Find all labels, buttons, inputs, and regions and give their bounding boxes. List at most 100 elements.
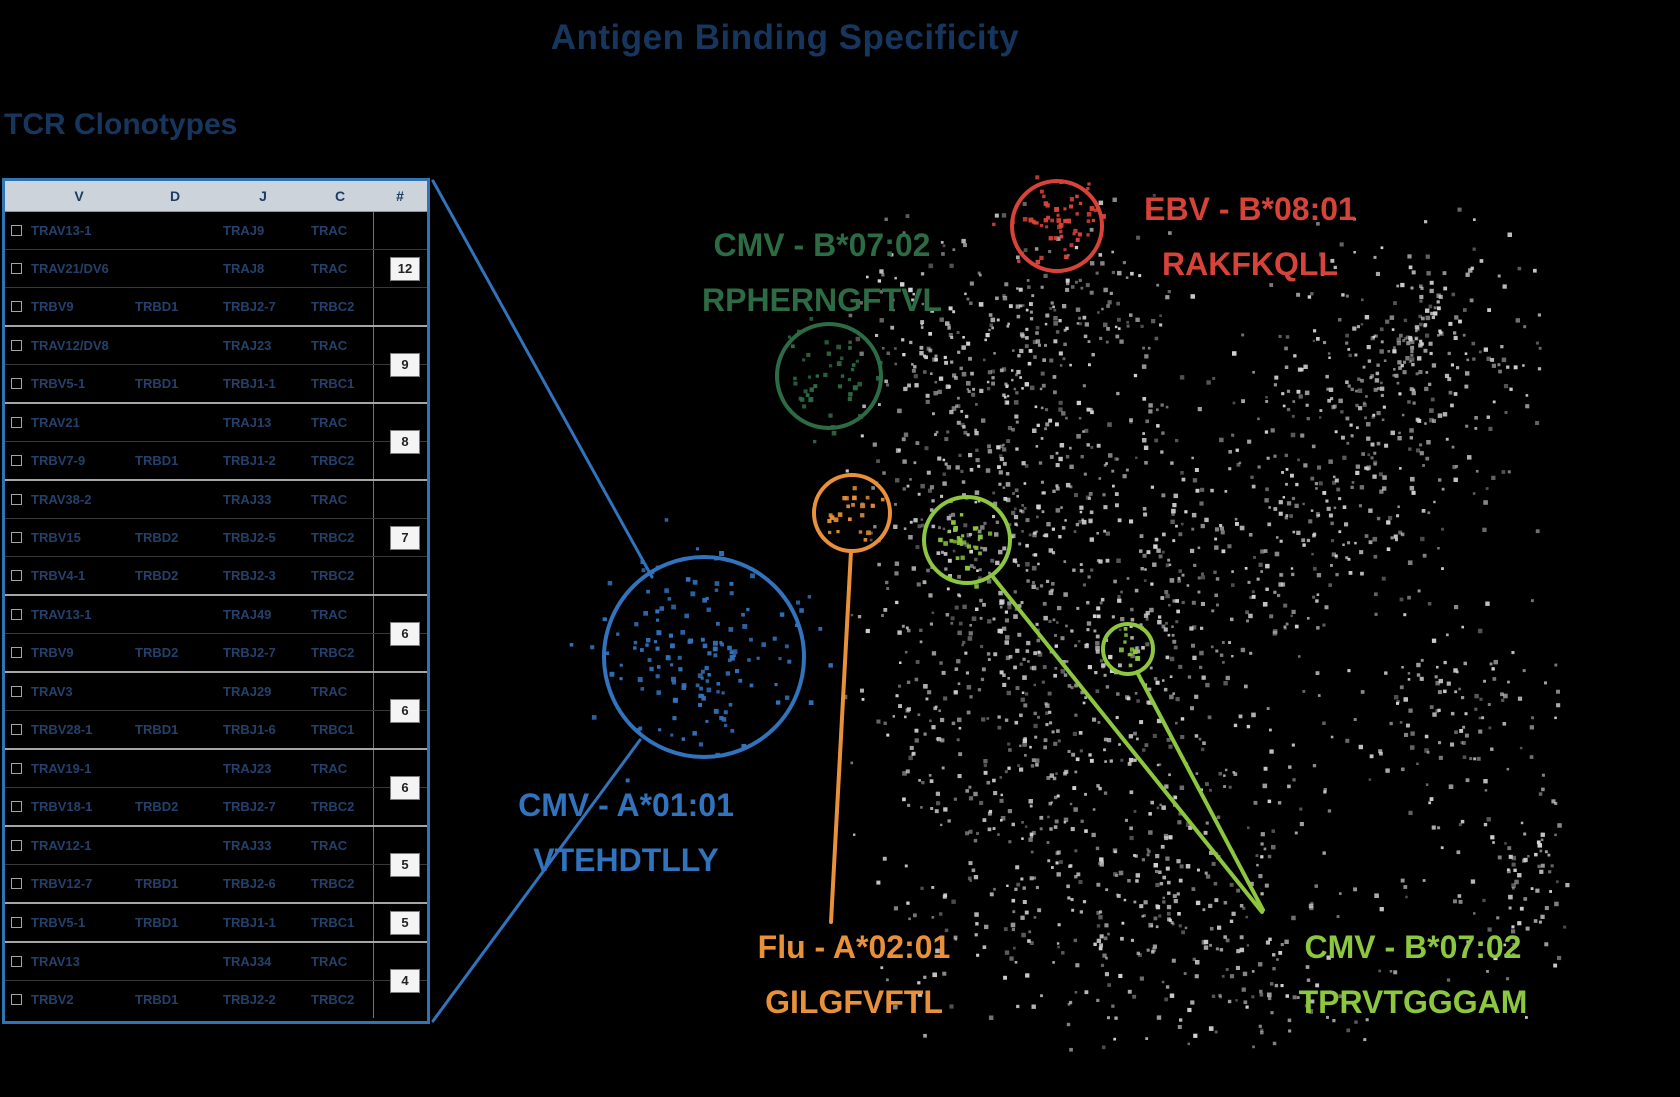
header-d: D bbox=[169, 188, 181, 204]
gene-cell: TRBV5-1 bbox=[31, 376, 86, 391]
gene-cell: TRAJ29 bbox=[223, 684, 272, 699]
gene-cell: TRBJ1-1 bbox=[223, 376, 276, 391]
count-cell bbox=[373, 827, 427, 864]
gene-cell: TRBC1 bbox=[311, 376, 355, 391]
annotation-cmv-a0101: CMV - A*01:01 VTEHDTLLY bbox=[476, 778, 776, 888]
count-cell bbox=[373, 250, 427, 287]
gene-cell: TRBJ2-2 bbox=[223, 992, 276, 1007]
callout-lines bbox=[431, 179, 1265, 1023]
clonotype-count-badge: 6 bbox=[390, 698, 420, 723]
gene-cell: TRBC2 bbox=[311, 645, 355, 660]
chain-icon bbox=[11, 301, 22, 312]
annotation-flu-allele: Flu - A*02:01 bbox=[757, 929, 951, 965]
tcr-clonotypes-label: TCR Clonotypes bbox=[4, 108, 238, 141]
gene-cell: TRBD2 bbox=[135, 568, 179, 583]
count-cell bbox=[373, 288, 427, 325]
count-cell bbox=[373, 212, 427, 249]
gene-cell: TRAJ13 bbox=[223, 415, 272, 430]
annotation-cmv-dark-allele: CMV - B*07:02 bbox=[713, 227, 931, 263]
gene-cell: TRAJ23 bbox=[223, 338, 272, 353]
chain-icon bbox=[11, 570, 22, 581]
gene-cell: TRBC2 bbox=[311, 799, 355, 814]
gene-cell: TRBD1 bbox=[135, 453, 179, 468]
chain-icon bbox=[11, 917, 22, 928]
gene-cell: TRAJ8 bbox=[223, 261, 265, 276]
gene-cell: TRBV7-9 bbox=[31, 453, 86, 468]
annotation-ebv: EBV - B*08:01 RAKFKQLL bbox=[1100, 182, 1400, 292]
gene-cell: TRAC bbox=[311, 261, 348, 276]
table-row: TRBV12-7 TRBD1 TRBJ2-6 TRBC2 bbox=[5, 864, 427, 902]
chain-icon bbox=[11, 609, 22, 620]
count-cell bbox=[373, 404, 427, 441]
gene-cell: TRAC bbox=[311, 684, 348, 699]
gene-cell: TRAJ33 bbox=[223, 838, 272, 853]
gene-cell: TRAC bbox=[311, 761, 348, 776]
gene-cell: TRAV3 bbox=[31, 684, 73, 699]
gene-cell: TRAC bbox=[311, 607, 348, 622]
gene-cell: TRBC2 bbox=[311, 299, 355, 314]
chain-icon bbox=[11, 878, 22, 889]
chain-icon bbox=[11, 378, 22, 389]
clonotype-count-badge: 9 bbox=[390, 352, 420, 377]
gene-cell: TRAV21/DV6 bbox=[31, 261, 109, 276]
chain-icon bbox=[11, 994, 22, 1005]
gene-cell: TRBD1 bbox=[135, 876, 179, 891]
chain-icon bbox=[11, 532, 22, 543]
gene-cell: TRBC2 bbox=[311, 568, 355, 583]
gene-cell: TRBD2 bbox=[135, 530, 179, 545]
gene-cell: TRBJ2-3 bbox=[223, 568, 276, 583]
annotation-cmv-b0702-dark: CMV - B*07:02 RPHERNGFTVL bbox=[672, 218, 972, 328]
gene-cell: TRAC bbox=[311, 223, 348, 238]
clonotype-count-badge: 6 bbox=[390, 621, 420, 646]
header-v: V bbox=[74, 188, 84, 204]
gene-cell: TRAC bbox=[311, 338, 348, 353]
count-cell bbox=[373, 557, 427, 594]
count-cell bbox=[373, 943, 427, 980]
annotation-cmv-dark-peptide: RPHERNGFTVL bbox=[702, 282, 942, 318]
chain-icon bbox=[11, 494, 22, 505]
count-cell bbox=[373, 904, 427, 941]
gene-cell: TRBJ2-6 bbox=[223, 876, 276, 891]
count-cell bbox=[373, 365, 427, 402]
gene-cell: TRBD1 bbox=[135, 915, 179, 930]
gene-cell: TRBC2 bbox=[311, 876, 355, 891]
clonotype-count-badge: 5 bbox=[390, 910, 420, 935]
gene-cell: TRBD2 bbox=[135, 645, 179, 660]
gene-cell: TRBV18-1 bbox=[31, 799, 93, 814]
gene-cell: TRAV12-1 bbox=[31, 838, 92, 853]
annotation-flu-peptide: GILGFVFTL bbox=[765, 984, 943, 1020]
count-cell bbox=[373, 673, 427, 710]
gene-cell: TRBC1 bbox=[311, 915, 355, 930]
chain-icon bbox=[11, 956, 22, 967]
gene-cell: TRBV12-7 bbox=[31, 876, 93, 891]
gene-cell: TRBC2 bbox=[311, 530, 355, 545]
gene-cell: TRBJ2-7 bbox=[223, 799, 276, 814]
figure-title: Antigen Binding Specificity bbox=[550, 18, 1020, 57]
count-cell bbox=[373, 711, 427, 748]
gene-cell: TRAV21 bbox=[31, 415, 80, 430]
table-header: V D J C # bbox=[5, 181, 427, 212]
gene-cell: TRBV5-1 bbox=[31, 915, 86, 930]
header-c: C bbox=[334, 188, 346, 204]
chain-icon bbox=[11, 724, 22, 735]
chain-icon bbox=[11, 225, 22, 236]
annotation-cmv-b0702-light: CMV - B*07:02 TPRVTGGGAM bbox=[1263, 920, 1563, 1030]
